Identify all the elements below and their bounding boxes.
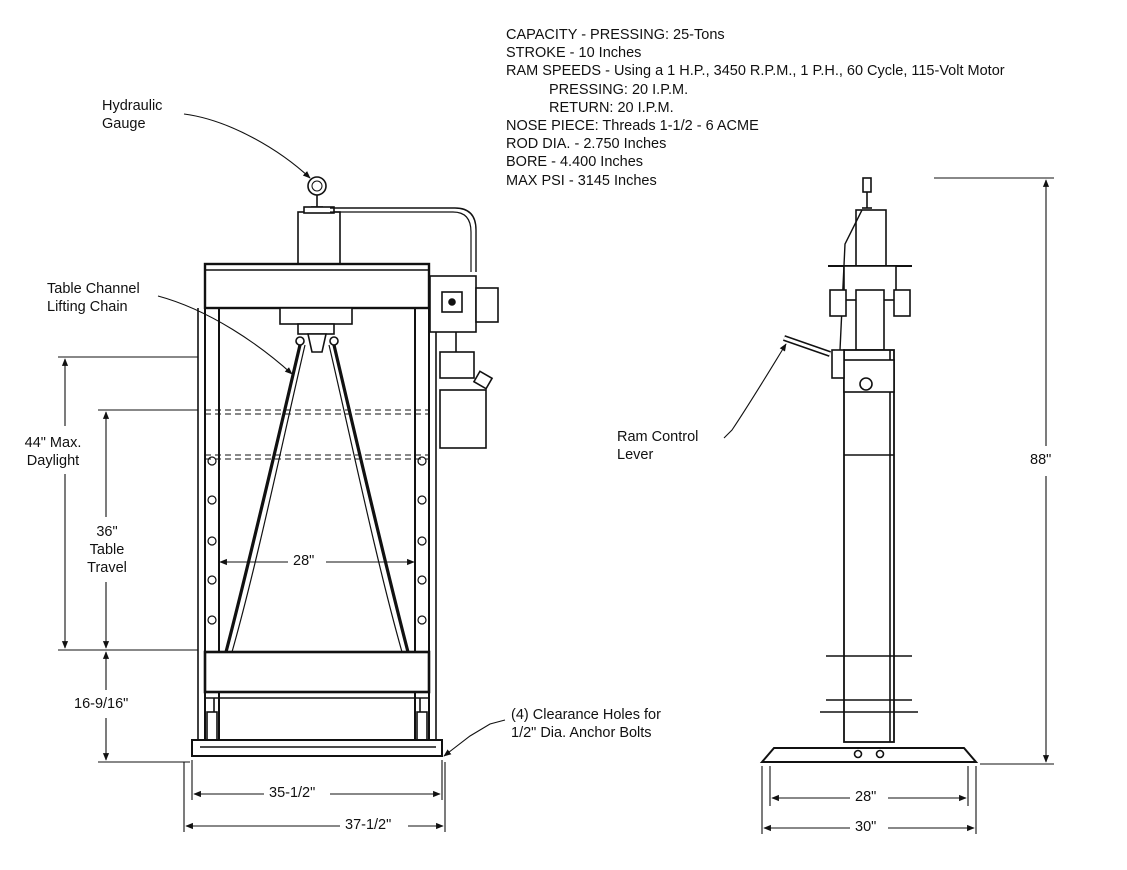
table-travel-label: 36" Table Travel: [87, 524, 127, 576]
dim-bed-height: 16-9/16": [71, 696, 132, 712]
hydraulic-cylinder: [297, 211, 341, 265]
spec-max-psi: MAX PSI - 3145 Inches: [506, 172, 657, 189]
lifting-chains: [224, 344, 410, 653]
spec-return: RETURN: 20 I.P.M.: [549, 99, 674, 116]
spec-nose-piece: NOSE PIECE: Threads 1-1/2 - 6 ACME: [506, 118, 759, 135]
spec-ram-speeds: RAM SPEEDS - Using a 1 H.P., 3450 R.P.M.…: [506, 63, 1005, 80]
top-header-beam: [203, 262, 431, 310]
max-daylight-label: 44" Max. Daylight: [24, 435, 82, 469]
clearance-holes-label: (4) Clearance Holes for 1/2" Dia. Anchor…: [511, 707, 661, 741]
front-view: [191, 176, 499, 757]
press-table: [203, 650, 431, 694]
column-holes: [207, 456, 427, 625]
hydraulic-gauge-label: Hydraulic Gauge: [102, 98, 163, 132]
dim-side-base-inner: 28": [852, 789, 880, 805]
dim-side-base-outer: 30": [852, 819, 880, 835]
ram-control-lever-label: Ram Control Lever: [617, 429, 699, 463]
pump-motor: [429, 275, 499, 449]
side-dimensions: [723, 177, 1054, 834]
spec-pressing: PRESSING: 20 I.P.M.: [549, 81, 689, 98]
dim-inner-width: 28": [290, 553, 318, 569]
ram-control-lever-icon: [783, 335, 845, 379]
dim-frame-width: 35-1/2": [266, 785, 319, 801]
hydraulic-hose: [330, 207, 477, 272]
front-base: [191, 739, 443, 757]
dim-overall-height: 88": [1027, 452, 1055, 468]
specifications-block: CAPACITY - PRESSING: 25-Tons STROKE - 10…: [506, 26, 1005, 190]
dim-base-width: 37-1/2": [342, 817, 395, 833]
front-dimensions: [58, 113, 506, 832]
table-channel-label: Table Channel Lifting Chain: [47, 281, 140, 315]
side-view: [759, 177, 979, 763]
side-base: [759, 747, 979, 763]
spec-stroke: STROKE - 10 Inches: [506, 45, 642, 62]
side-column: [843, 349, 895, 743]
spec-rod-dia: ROD DIA. - 2.750 Inches: [506, 136, 667, 153]
hydraulic-gauge-icon: [307, 176, 327, 208]
spec-capacity: CAPACITY - PRESSING: 25-Tons: [506, 27, 725, 43]
spec-bore: BORE - 4.400 Inches: [506, 154, 644, 171]
